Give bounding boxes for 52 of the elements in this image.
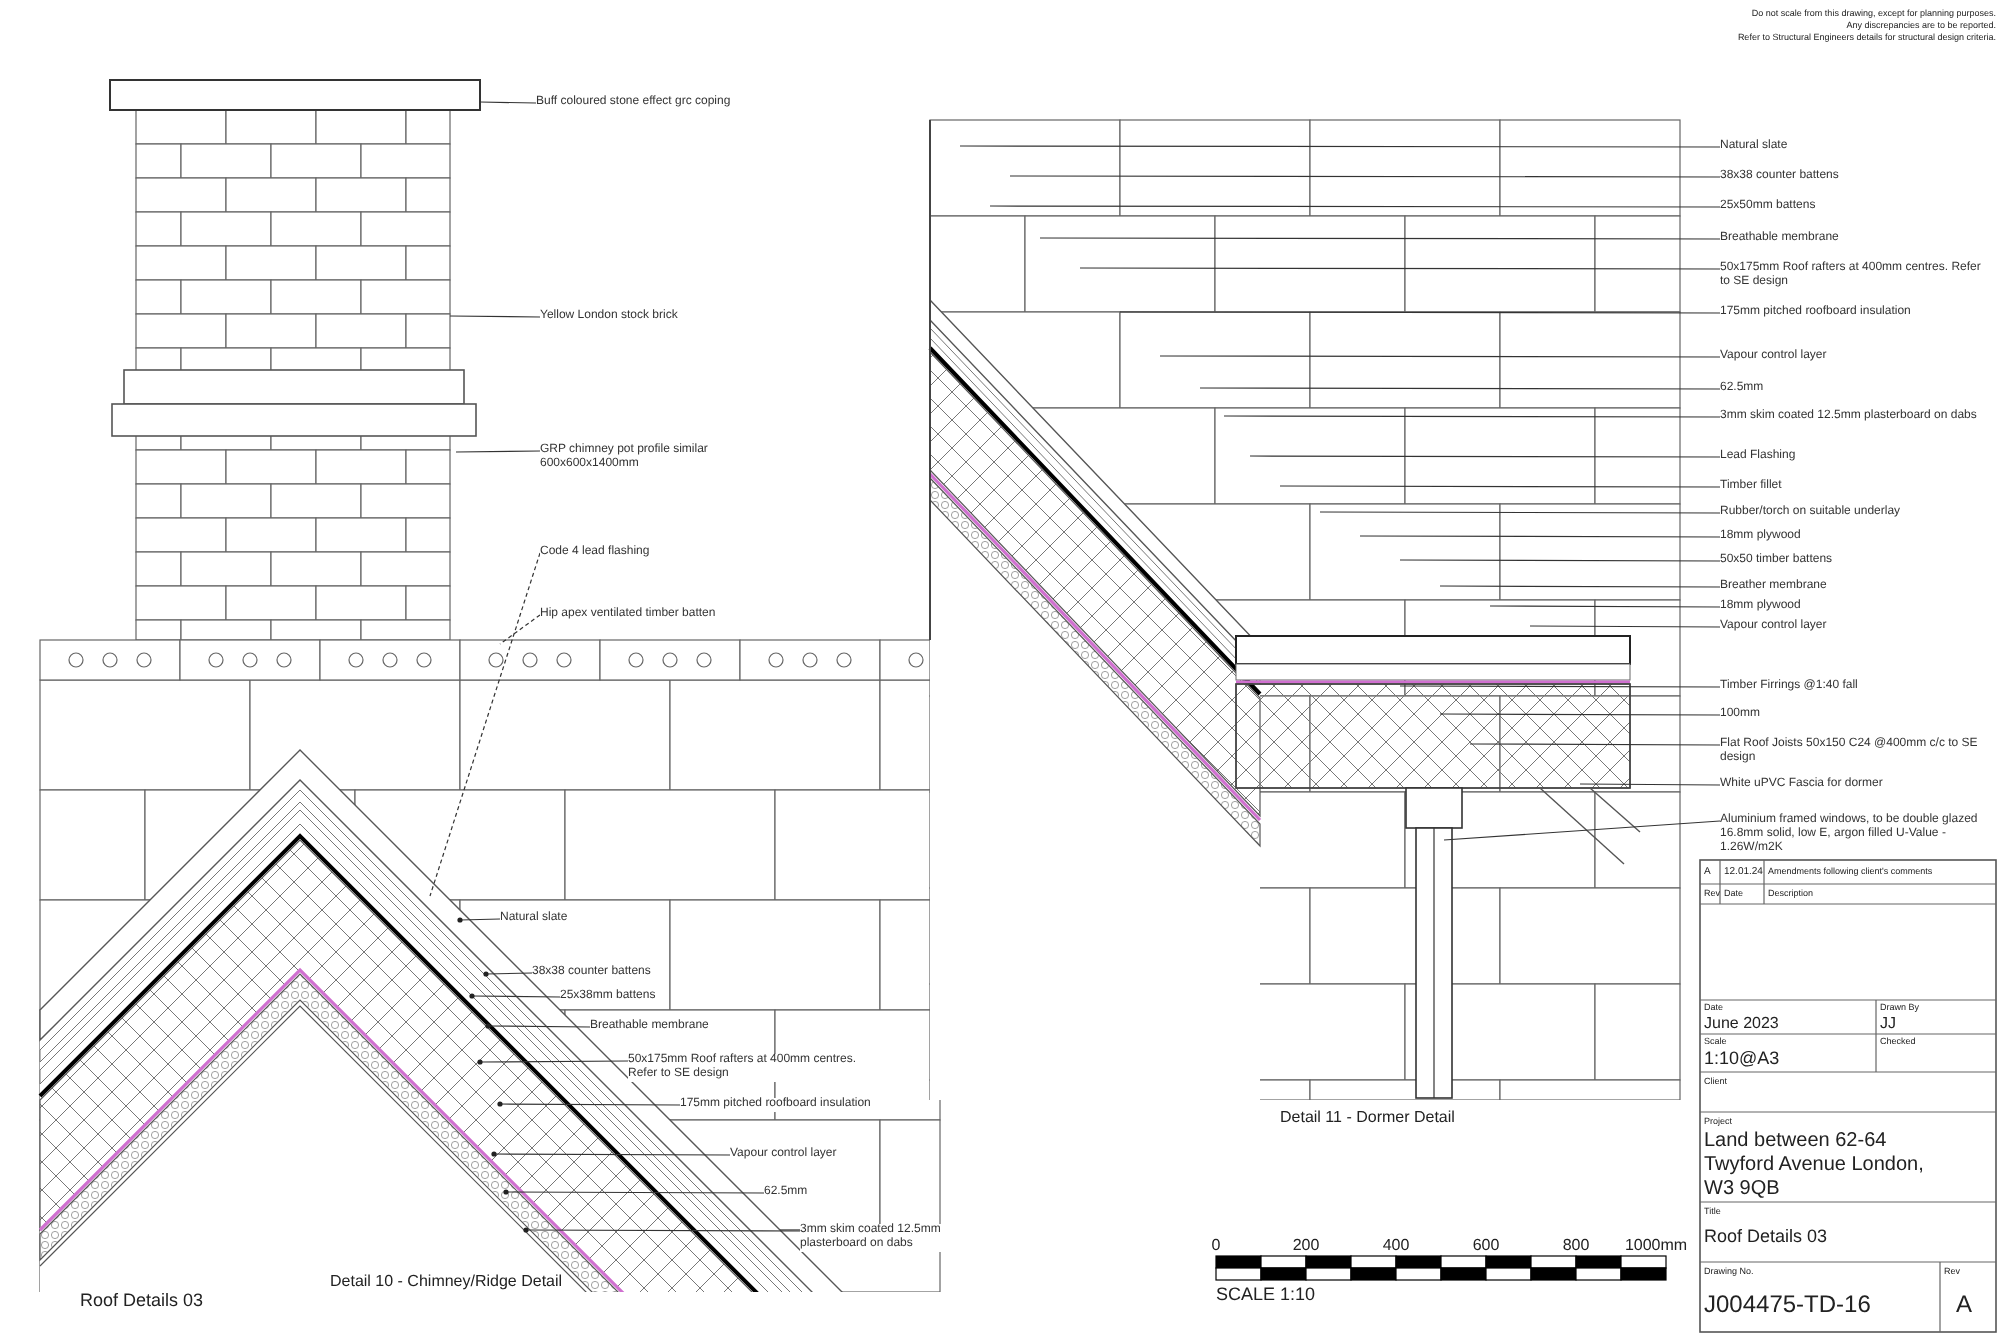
sheet-title: Roof Details 03 (80, 1290, 204, 1312)
revision-letter: A (1956, 1290, 1973, 1319)
leader-line (491, 1151, 731, 1157)
leader-line (1199, 387, 1721, 390)
scale-number: 1000mm (1622, 1236, 1690, 1256)
leader-line (1439, 713, 1721, 716)
scale-text: SCALE 1:10 (1216, 1284, 1316, 1306)
leader-line (457, 917, 501, 923)
leader-line (469, 993, 561, 999)
leader-line (1039, 237, 1721, 240)
leader-line (477, 1059, 629, 1065)
leader-line (1223, 415, 1721, 418)
leader-line (485, 1023, 591, 1029)
scale-number: 400 (1380, 1236, 1412, 1256)
leader-line (1579, 783, 1721, 786)
project-name: Land between 62-64 Twyford Avenue London, W3 9QB (1704, 1130, 1926, 1202)
leader-line (449, 315, 541, 318)
leader-line (959, 145, 1721, 148)
leader-line (1279, 485, 1721, 488)
scale-number: 800 (1560, 1236, 1592, 1256)
drawing-title: Roof Details 03 (1704, 1226, 1828, 1248)
leader-line (479, 101, 537, 104)
field-value: 1:10@A3 (1704, 1048, 1780, 1070)
detail-caption: Detail 11 - Dormer Detail (1280, 1108, 1455, 1128)
leader-line (499, 614, 541, 645)
scale-number: 200 (1290, 1236, 1322, 1256)
leader-line (1159, 355, 1721, 358)
scale-number: 600 (1470, 1236, 1502, 1256)
leader-line (1119, 311, 1721, 314)
scale-number: 0 (1209, 1236, 1223, 1256)
leader-line (1319, 511, 1721, 514)
leader-line (989, 205, 1721, 208)
leader-line (1399, 559, 1721, 562)
leader-line (1489, 605, 1721, 608)
leader-line (1469, 743, 1721, 746)
leader-line (503, 1189, 765, 1195)
leader-line (1443, 820, 1721, 841)
leader-line (1079, 267, 1721, 270)
leader-line (455, 450, 541, 453)
leader-line (1439, 585, 1721, 588)
leader-line (1009, 175, 1721, 178)
field-value: JJ (1880, 1014, 1896, 1034)
leader-line (429, 552, 541, 897)
leader-line (497, 1101, 681, 1107)
field-value: June 2023 (1704, 1014, 1779, 1034)
leader-line (1359, 535, 1721, 538)
leader-line (483, 971, 533, 977)
leader-line (1399, 685, 1721, 688)
drawing-number: J004475-TD-16 (1704, 1290, 1871, 1319)
detail-caption: Detail 10 - Chimney/Ridge Detail (330, 1272, 563, 1292)
leader-line (1249, 455, 1721, 458)
leader-line (1529, 625, 1721, 628)
